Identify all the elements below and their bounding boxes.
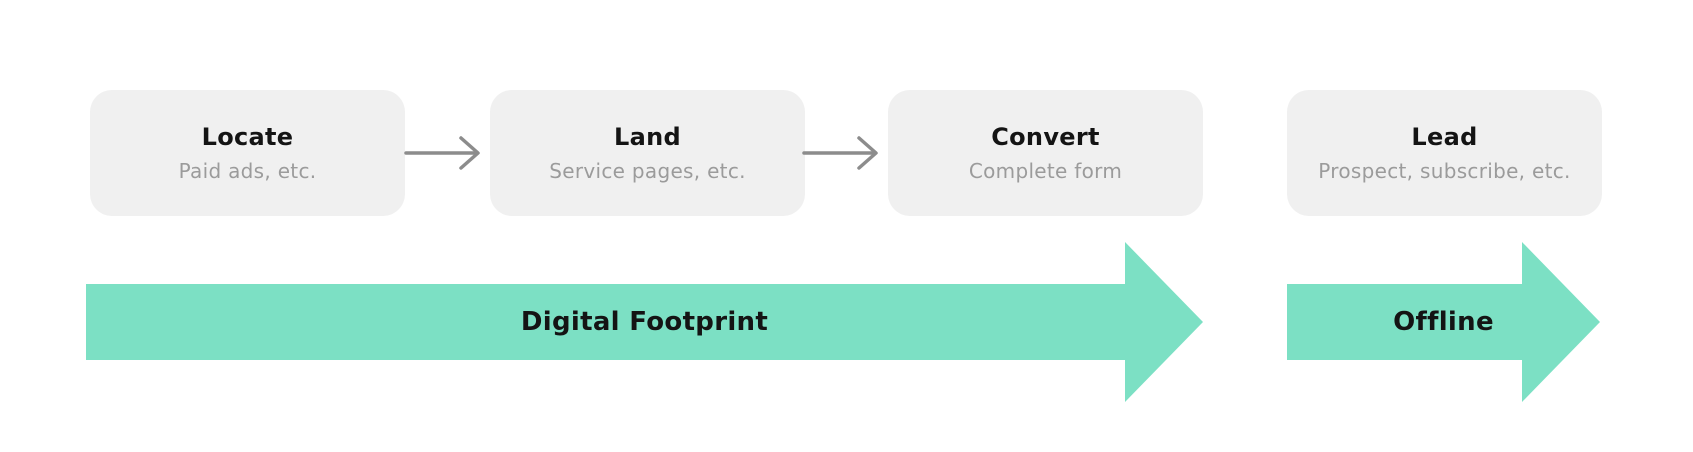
stage-subtitle: Prospect, subscribe, etc. <box>1318 159 1571 183</box>
arrow-right-icon <box>404 136 480 170</box>
arrow-head <box>1522 242 1600 402</box>
arrow-head <box>1125 242 1203 402</box>
phase-arrow-digital-footprint: Digital Footprint <box>86 242 1203 402</box>
arrow-band <box>1287 284 1522 360</box>
stage-box-lead: Lead Prospect, subscribe, etc. <box>1287 90 1602 216</box>
stage-box-land: Land Service pages, etc. <box>490 90 805 216</box>
stage-title: Lead <box>1411 123 1478 151</box>
stage-title: Locate <box>201 123 294 151</box>
stage-box-convert: Convert Complete form <box>888 90 1203 216</box>
arrow-right-icon <box>802 136 878 170</box>
stage-subtitle: Complete form <box>968 159 1123 183</box>
stage-subtitle: Service pages, etc. <box>549 159 746 183</box>
stage-title: Convert <box>991 123 1100 151</box>
phase-label: Offline <box>1393 307 1494 337</box>
phase-arrow-offline: Offline <box>1287 242 1600 402</box>
stage-subtitle: Paid ads, etc. <box>178 159 317 183</box>
stage-title: Land <box>614 123 681 151</box>
stage-box-locate: Locate Paid ads, etc. <box>90 90 405 216</box>
arrow-band <box>86 284 1125 360</box>
phase-label: Digital Footprint <box>520 307 769 337</box>
